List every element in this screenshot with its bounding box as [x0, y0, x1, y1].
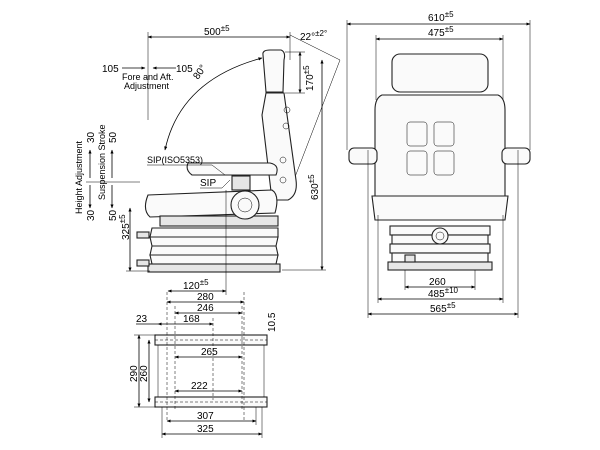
- height-adjust-top: 30: [86, 131, 97, 143]
- sip-iso-label: SIP(ISO5353): [147, 155, 203, 165]
- dim-222: 222: [191, 381, 208, 392]
- fore-aft-left: 105: [102, 64, 119, 75]
- dim-170: 170±5: [302, 65, 316, 91]
- suspension-bottom: 50: [108, 209, 119, 221]
- front-view: 610±5 475±5 260: [346, 10, 531, 318]
- backrest-angle: 80°: [191, 63, 209, 82]
- dim-120: 120±5: [183, 278, 209, 292]
- dim-168: 168: [183, 314, 200, 325]
- dim-500: 500±5: [204, 24, 230, 38]
- dim-tilt: 22°±2°: [300, 29, 327, 43]
- backrest-angle-arc: [164, 57, 263, 151]
- seat-side-shape: [136, 49, 297, 273]
- dim-485: 485±10: [428, 286, 459, 300]
- fore-aft-caption-2: Adjustment: [124, 81, 170, 91]
- side-view: 500±5 22°±2° 105 105 Fore and Aft. Adjus…: [74, 24, 341, 295]
- dim-280: 280: [197, 292, 214, 303]
- dim-610: 610±5: [428, 10, 454, 24]
- fore-aft-right: 105: [176, 64, 193, 75]
- dim-630: 630±5: [307, 174, 321, 200]
- dim-10-5: 10.5: [267, 312, 278, 332]
- suspension-top: 50: [108, 131, 119, 143]
- dim-260-front: 260: [429, 277, 446, 288]
- height-adjust-bottom: 30: [86, 209, 97, 221]
- suspension-caption: Suspension Stroke: [97, 124, 107, 200]
- fore-aft-caption-1: Fore and Aft.: [122, 72, 174, 82]
- dim-265: 265: [201, 347, 218, 358]
- dim-23: 23: [136, 314, 148, 325]
- dim-475: 475±5: [428, 25, 454, 39]
- dim-290: 290: [129, 365, 140, 382]
- dim-246: 246: [197, 303, 214, 314]
- dim-260-plan: 260: [139, 365, 150, 382]
- dim-325-height: 325±5: [118, 214, 132, 240]
- dim-307: 307: [197, 411, 214, 422]
- dim-565: 565±5: [430, 301, 456, 315]
- height-adjust-caption: Height Adjustment: [74, 140, 84, 214]
- base-plan-view: 280 246 168 23 10.5 265 290 260 222 307 …: [129, 292, 278, 438]
- seat-front-shape: [348, 53, 531, 271]
- sip-label: SIP: [200, 178, 216, 189]
- dim-325-plan: 325: [197, 424, 214, 435]
